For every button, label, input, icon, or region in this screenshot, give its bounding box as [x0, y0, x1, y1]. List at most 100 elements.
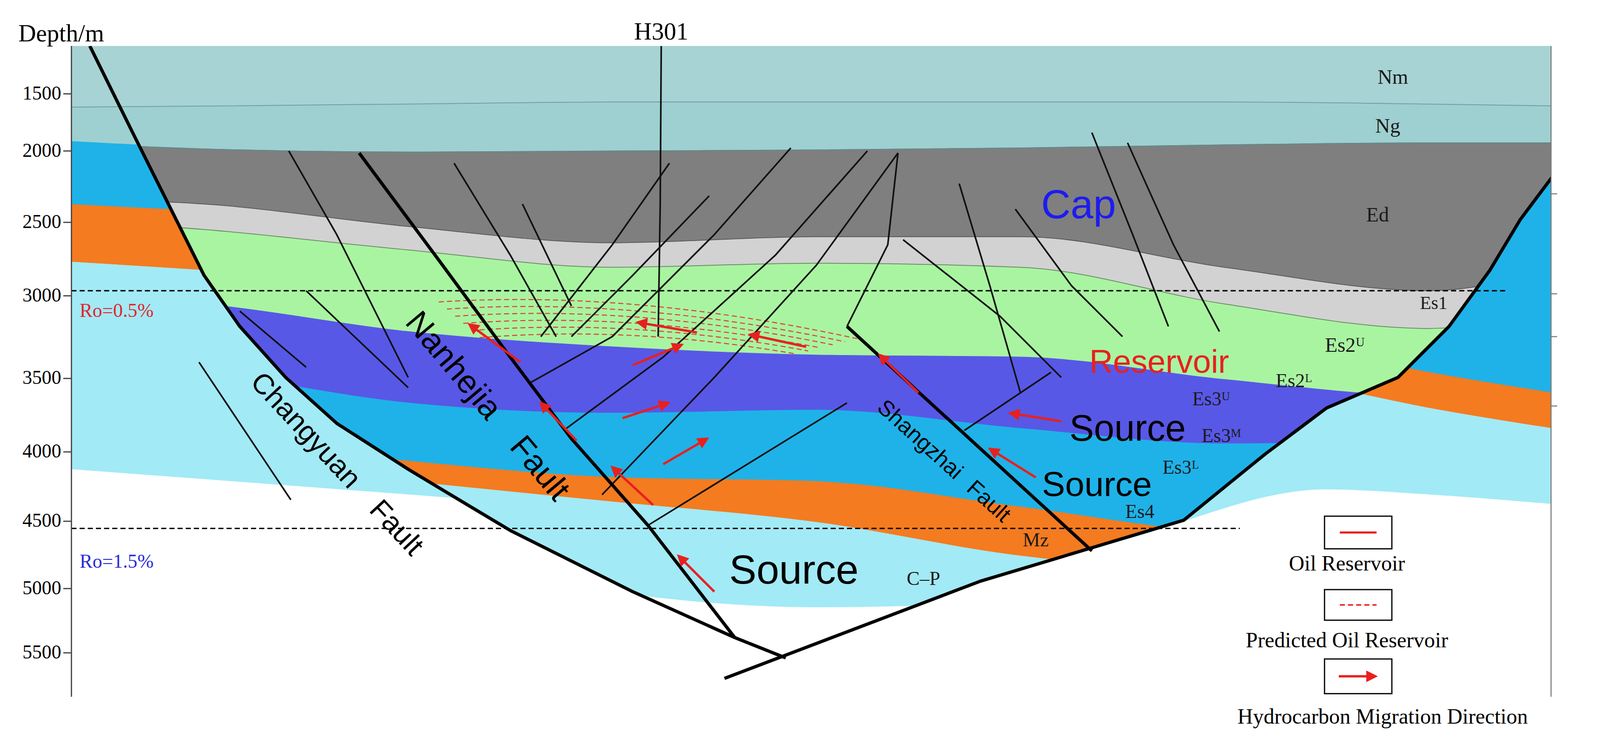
stratum-boundary: [71, 198, 1551, 291]
legend-samples: [1324, 516, 1392, 694]
depth-tick: [63, 295, 72, 297]
layer-label: Es1: [1419, 294, 1448, 315]
migration-arrows: [469, 322, 1061, 593]
minor-fault-line: [453, 163, 556, 338]
predicted-reservoir-line: [479, 334, 797, 355]
zone-label: Source: [729, 546, 859, 592]
minor-fault-line: [964, 372, 1051, 431]
migration-arrow: [469, 324, 521, 363]
axis-tick: [1551, 336, 1558, 338]
major-fault-line: [846, 326, 1092, 551]
maturity-label: Ro=1.5%: [79, 551, 154, 574]
minor-fault-line: [1015, 209, 1123, 337]
depth-label: 2000: [22, 140, 61, 163]
migration-arrow: [637, 322, 697, 333]
major-fault-line: [724, 153, 1552, 679]
layer-label: Es3ᴸ: [1162, 457, 1199, 480]
stratum-band: [714, 46, 1551, 397]
migration-arrow: [879, 355, 919, 393]
depth-tick: [63, 222, 72, 224]
stratum-band: [71, 139, 817, 220]
layer-label: Es2ᵁ: [1324, 333, 1365, 357]
depth-tick: [63, 652, 72, 655]
layer-label: Nm: [1377, 65, 1409, 88]
predicted-reservoir-line: [438, 299, 858, 339]
minor-fault-line: [846, 153, 898, 327]
layer-label: Mz: [1022, 530, 1049, 552]
layer-label: Es4: [1125, 501, 1155, 523]
migration-arrow: [612, 467, 654, 506]
migration-arrow: [540, 403, 577, 441]
migration-arrow: [663, 438, 708, 465]
axis-tick: [1551, 193, 1558, 195]
depth-tick: [63, 520, 72, 523]
legend-text: Predicted Oil Reservoir: [1245, 628, 1449, 653]
zone-label: Reservoir: [1089, 344, 1229, 381]
maturity-label: Ro=0.5%: [79, 300, 154, 323]
basement-ground: [714, 489, 1551, 697]
depth-tick: [63, 587, 72, 590]
minor-fault-line: [288, 150, 408, 378]
stratum-boundary: [71, 219, 1551, 329]
migration-arrow: [749, 334, 807, 347]
stratum-band: [71, 46, 1551, 108]
zone-label: Cap: [1041, 181, 1117, 227]
depth-label: 3500: [22, 367, 61, 390]
depth-label: 4000: [22, 441, 61, 463]
layer-label: Es3ᵁ: [1192, 389, 1230, 411]
minor-fault-line: [648, 403, 847, 526]
layer-label: Es3ᴹ: [1201, 425, 1242, 448]
axis-tick: [1551, 293, 1558, 295]
stratum-boundary: [71, 101, 1551, 108]
depth-tick: [63, 150, 72, 152]
maturity-line: [71, 527, 1240, 530]
depth-tick: [63, 451, 72, 453]
section-frame: [71, 46, 1551, 697]
left-footwall-strata: [71, 139, 817, 697]
right-footwall-strata: [714, 46, 1551, 697]
minor-fault-line: [306, 290, 409, 388]
minor-fault-line: [601, 153, 898, 495]
migration-arrow: [622, 403, 669, 419]
minor-fault-line: [571, 195, 710, 337]
legend-text: Oil Reservoir: [1289, 552, 1405, 577]
stratum-boundary: [71, 142, 1551, 153]
major-faults: [89, 46, 1552, 679]
minor-fault-line: [1091, 132, 1168, 327]
migration-arrow: [678, 556, 715, 593]
minor-fault-line: [540, 163, 670, 338]
zone-label: Source: [1069, 408, 1186, 449]
maturity-line: [71, 290, 1508, 292]
legend-predicted-line: [1339, 604, 1377, 606]
depth-label: 5500: [22, 642, 61, 664]
depth-tick: [63, 378, 72, 380]
minor-fault-line: [1127, 142, 1220, 332]
depth-label: 4500: [22, 510, 61, 533]
major-fault-line: [89, 46, 786, 659]
legend-box: [1324, 516, 1392, 549]
migration-arrow: [632, 344, 682, 366]
minor-fault-line: [566, 150, 868, 429]
depth-label: 3000: [22, 285, 61, 307]
axis-title: Depth/m: [18, 20, 104, 48]
depth-label: 2500: [22, 211, 61, 234]
depth-axis: [70, 46, 73, 697]
minor-fault-line: [958, 183, 1021, 393]
legend-text: Hydrocarbon Migration Direction: [1237, 705, 1528, 730]
layer-label: Ng: [1375, 114, 1401, 137]
well-name: H301: [634, 18, 689, 46]
minor-fault-line: [903, 239, 1062, 378]
layer-label: Ed: [1366, 202, 1390, 226]
legend-oil-line: [1339, 531, 1377, 534]
legend-box: [1324, 589, 1392, 621]
major-fault-line: [359, 153, 736, 638]
depth-label: 1500: [22, 83, 61, 105]
legend-arrow: [1338, 675, 1376, 678]
migration-arrow: [989, 448, 1036, 478]
axis-tick: [1551, 405, 1558, 407]
right-axis: [1550, 46, 1552, 697]
well-trace: [658, 46, 662, 338]
zone-label: Source: [1041, 465, 1152, 504]
